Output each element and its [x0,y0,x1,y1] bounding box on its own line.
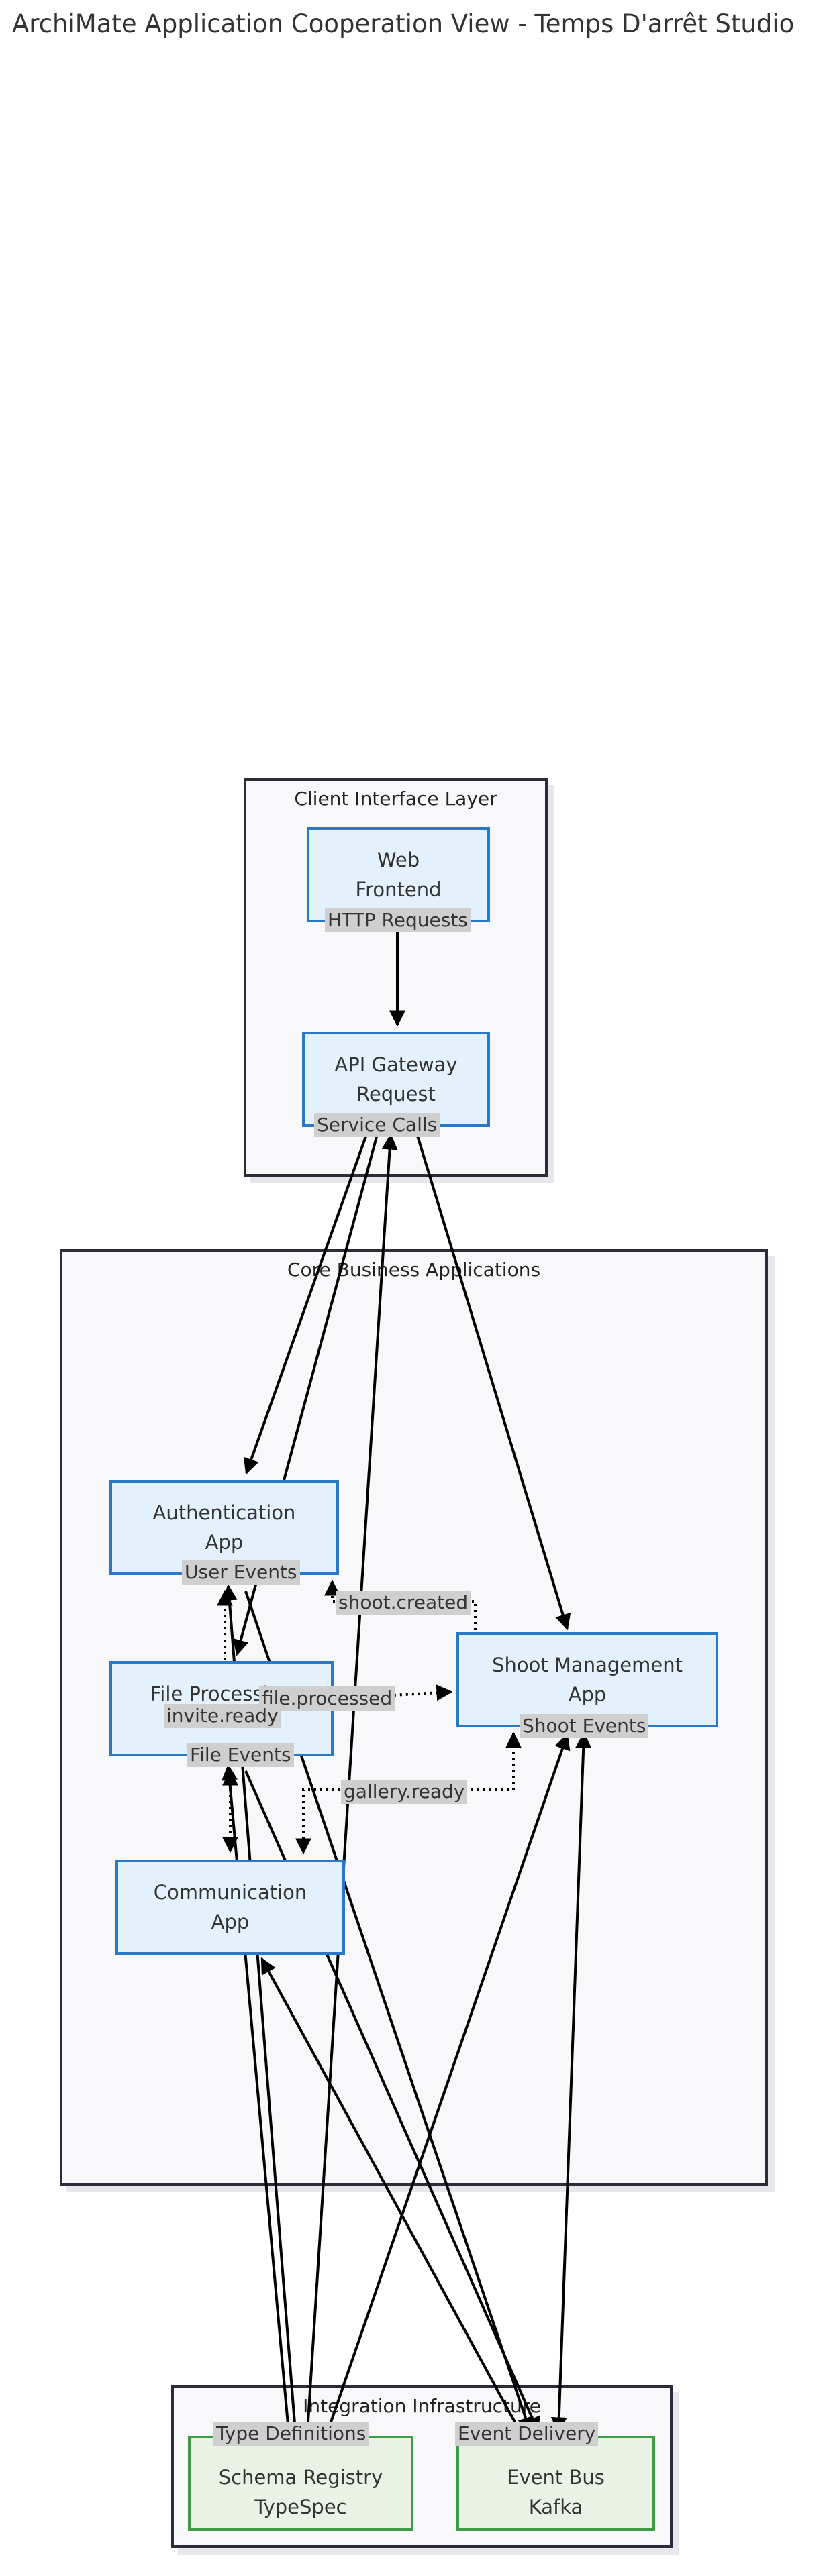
node-line: App [205,1531,244,1554]
node-line: API Gateway [334,1053,458,1076]
edge-shoot-created [324,1579,477,1630]
node-line: Authentication [152,1501,296,1524]
edge-label-user-events: User Events [182,1560,300,1585]
edge-gallery-ready [295,1731,522,1855]
node-line: Web [377,849,420,871]
edge-label-event-delivery: Event Delivery [455,2422,599,2446]
node-event-bus[interactable]: Event Bus Kafka [456,2436,655,2531]
edge-label-http-requests: HTTP Requests [325,908,471,932]
node-line: Frontend [355,878,442,901]
edge-label-shoot-created: shoot.created [336,1591,471,1615]
edge-label-invite-ready: invite.ready [164,1704,281,1728]
node-schema-registry[interactable]: Schema Registry TypeSpec [188,2436,413,2531]
node-line: App [211,1911,250,1933]
edge-label-file-processed: file.processed [259,1686,395,1711]
node-line: Kafka [528,2496,583,2518]
edge-label-service-calls: Service Calls [314,1113,440,1137]
edge-label-shoot-events: Shoot Events [520,1714,649,1738]
node-line: Request [356,1083,436,1106]
group-label: Client Interface Layer [294,788,497,810]
node-line: Shoot Management [492,1654,683,1676]
edge-gateway-to-shoot [413,1126,571,1631]
node-shoot-management-app[interactable]: Shoot Management App [456,1632,718,1727]
node-line: TypeSpec [254,2496,347,2518]
edge-schema-to-shoot [326,1733,571,2432]
edge-label-file-events: File Events [187,1743,294,1767]
node-line: Schema Registry [218,2466,383,2489]
edge-bus-to-comm [260,1957,522,2432]
node-communication-app[interactable]: Communication App [115,1860,345,1955]
node-line: App [568,1683,607,1706]
group-label: Core Business Applications [287,1258,541,1281]
edge-label-type-definitions: Type Definitions [213,2422,369,2446]
edge-shoot-bus [550,1731,592,2434]
node-line: Event Bus [507,2466,605,2489]
node-api-gateway[interactable]: API Gateway Request [302,1032,490,1127]
diagram-title: ArchiMate Application Cooperation View -… [12,9,795,38]
node-line: Communication [153,1881,307,1904]
edge-label-gallery-ready: gallery.ready [341,1780,468,1804]
edge-gateway-to-auth [243,1126,371,1475]
